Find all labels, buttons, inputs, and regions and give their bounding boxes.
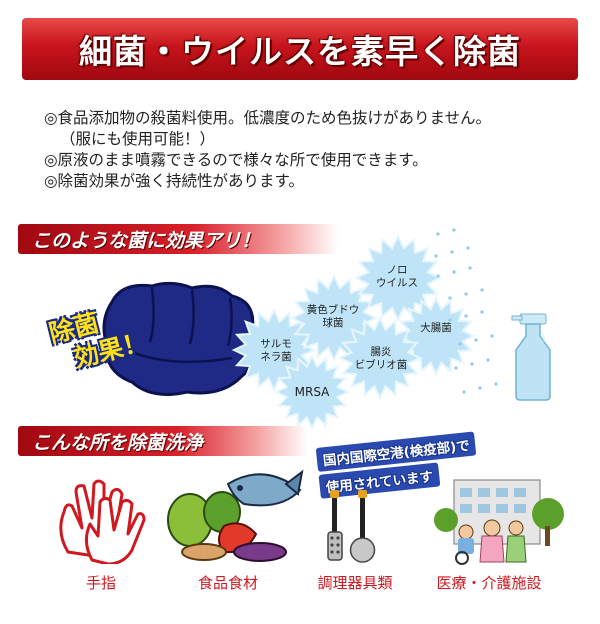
mist-dot: [458, 342, 462, 346]
mist-dot: [474, 338, 478, 342]
feature-item: ◎除菌効果が強く持続性があります。: [44, 172, 304, 190]
germ-label-noro: ノロ ウイルス: [376, 264, 418, 289]
spray-mist: [434, 228, 498, 394]
mist-dot: [494, 382, 498, 386]
caption-hands: 手指: [85, 574, 116, 592]
section-banner-locations: こんな所を除菌洗浄: [18, 426, 308, 456]
header-banner: 細菌・ウイルスを素早く除菌: [22, 18, 578, 80]
mist-dot: [454, 366, 458, 370]
caption-utensils: 調理器具類: [317, 574, 393, 592]
medical-care-facility-icon: [434, 479, 564, 565]
feature-item: ◎食品添加物の殺菌料使用。低濃度のため色抜けがありません。: [44, 109, 492, 127]
mist-dot: [448, 318, 452, 322]
cooking-utensils-icon: [327, 490, 376, 563]
germ-label-vibrio: 腸炎 ビブリオ菌: [354, 346, 408, 371]
germ-label-mrsa: MRSA: [294, 385, 330, 399]
mist-dot: [466, 246, 470, 250]
germ-label-salmonella: サルモ ネラ菌: [260, 338, 292, 363]
mist-dot: [434, 254, 438, 258]
mist-dot: [464, 292, 468, 296]
section-banner-effective: このような菌に効果アリ！: [18, 224, 338, 254]
header-title: 細菌・ウイルスを素早く除菌: [79, 32, 521, 71]
germ-burst-vibrio: [337, 315, 423, 401]
mist-dot: [448, 296, 452, 300]
mist-dot: [436, 274, 440, 278]
mist-dot: [452, 228, 456, 232]
mist-dot: [478, 386, 482, 390]
section-title: このような菌に効果アリ！: [32, 229, 261, 252]
mist-dot: [480, 288, 484, 292]
mist-dot: [450, 250, 454, 254]
feature-item: ◎原液のまま噴霧できるので様々な所で使用できます。: [44, 151, 428, 169]
mist-dot: [468, 266, 472, 270]
section-title: こんな所を除菌洗浄: [32, 431, 204, 454]
mist-dot: [480, 310, 484, 314]
germ-label-staph: 黄色ブドウ 球菌: [306, 304, 360, 329]
mist-dot: [452, 270, 456, 274]
feature-list: ◎食品添加物の殺菌料使用。低濃度のため色抜けがありません。 （服にも使用可能！）…: [44, 108, 574, 192]
hands-icon: [59, 479, 146, 564]
mist-dot: [462, 390, 466, 394]
mist-dot: [436, 232, 440, 236]
spray-bottle-icon: [511, 313, 551, 401]
caption-medical: 医療・介護施設: [436, 574, 542, 592]
mist-dot: [470, 362, 474, 366]
mist-dot: [490, 334, 494, 338]
germ-burst-mrsa: [273, 353, 351, 431]
germ-burst-noro: [353, 233, 443, 323]
mist-dot: [464, 314, 468, 318]
caption-food: 食品食材: [197, 574, 258, 592]
food-ingredients-icon: [167, 469, 304, 562]
mist-dot: [486, 358, 490, 362]
germ-label-ecoli: 大腸菌: [420, 322, 452, 334]
feature-note: （服にも使用可能！）: [60, 130, 216, 148]
